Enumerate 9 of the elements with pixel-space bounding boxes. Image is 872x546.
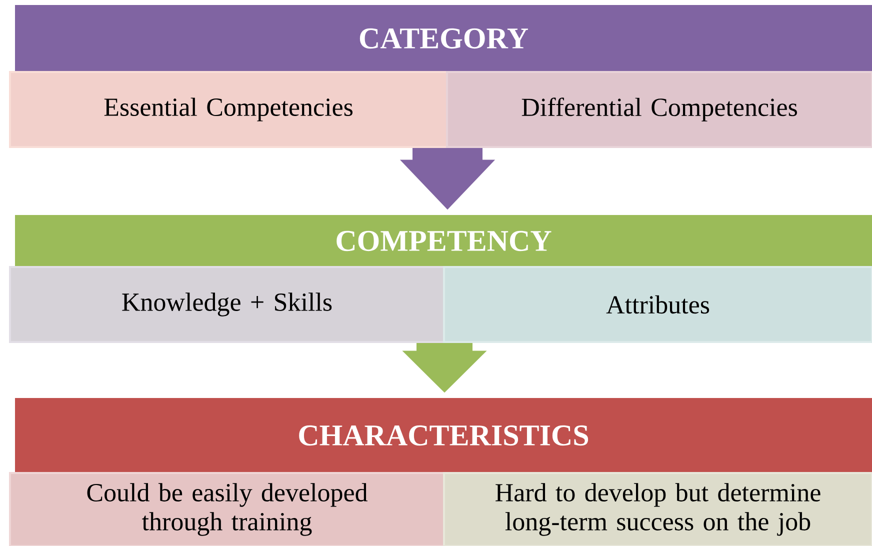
category-box: Differential Competencies xyxy=(446,71,872,148)
category-box: Knowledge + Skills xyxy=(9,266,445,343)
header-band: CATEGORY xyxy=(15,5,872,72)
category-box: Hard to develop but determine long-term success on the job xyxy=(443,472,872,546)
category-box: Attributes xyxy=(443,266,872,343)
category-box: Essential Competencies xyxy=(9,71,448,148)
category-box: Could be easily developed through training xyxy=(9,472,445,546)
header-band: CHARACTERISTICS xyxy=(15,398,872,473)
header-band: COMPETENCY xyxy=(15,215,872,267)
